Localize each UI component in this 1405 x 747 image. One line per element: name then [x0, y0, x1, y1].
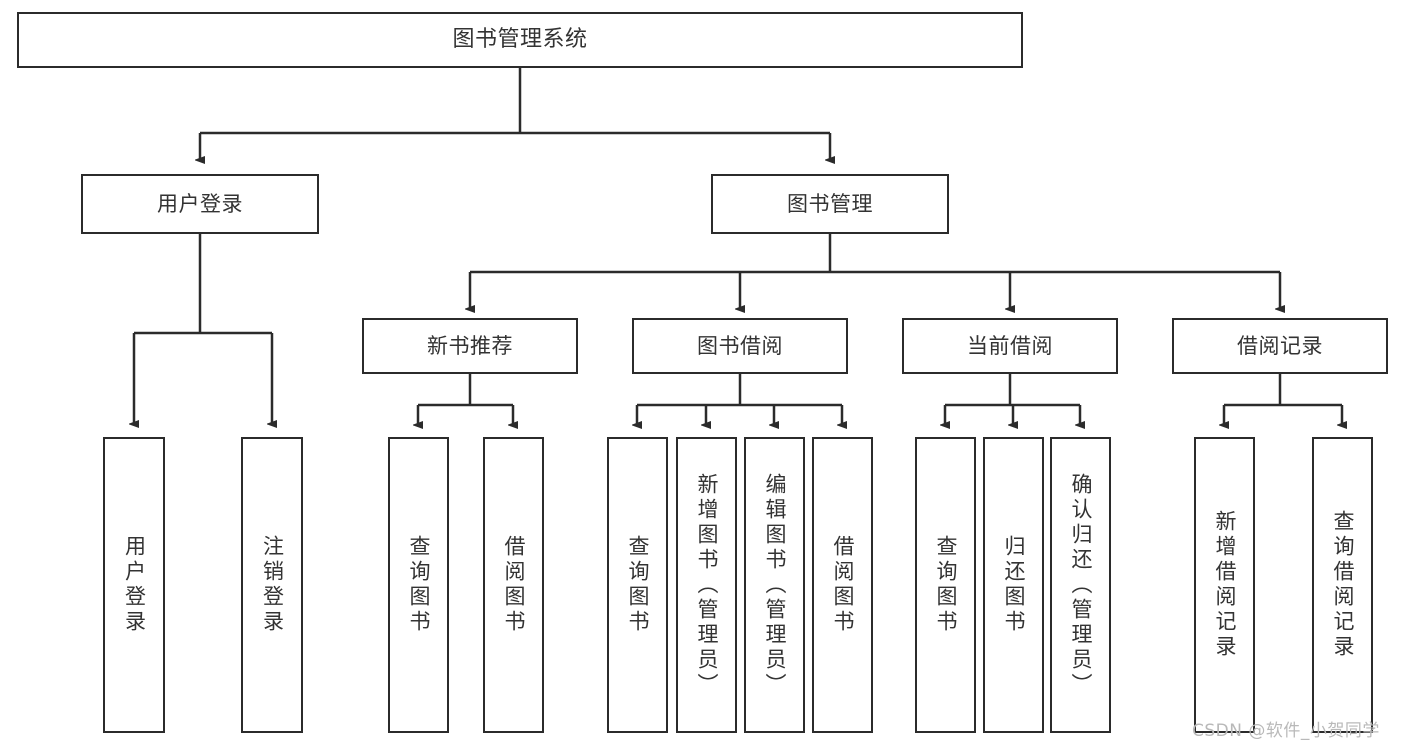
node-label: 图书管理系统	[452, 27, 588, 53]
leaf-recommend-borrow-book[interactable]: 借阅图书	[483, 437, 544, 733]
leaf-borrow-borrow-book[interactable]: 借阅图书	[812, 437, 873, 733]
node-label: 借阅图书	[502, 535, 526, 635]
node-root-system[interactable]: 图书管理系统	[17, 12, 1023, 68]
leaf-record-query-borrow-record[interactable]: 查询借阅记录	[1312, 437, 1373, 733]
leaf-user-login-signout[interactable]: 注销登录	[241, 437, 303, 733]
leaf-recommend-query-book[interactable]: 查询图书	[388, 437, 449, 733]
leaf-user-login-signin[interactable]: 用户登录	[103, 437, 165, 733]
node-label: 用户登录	[122, 535, 147, 635]
node-label: 编辑图书（管理员）	[763, 472, 787, 698]
node-current-borrow[interactable]: 当前借阅	[902, 318, 1118, 374]
leaf-borrow-add-book-admin[interactable]: 新增图书（管理员）	[676, 437, 737, 733]
node-label: 注销登录	[260, 535, 285, 635]
node-label: 新增借阅记录	[1213, 510, 1237, 660]
leaf-borrow-query-book[interactable]: 查询图书	[607, 437, 668, 733]
node-label: 图书借阅	[697, 333, 783, 358]
node-label: 当前借阅	[967, 333, 1053, 358]
node-label: 确认归还（管理员）	[1069, 472, 1093, 698]
node-book-borrow[interactable]: 图书借阅	[632, 318, 848, 374]
leaf-borrow-edit-book-admin[interactable]: 编辑图书（管理员）	[744, 437, 805, 733]
node-label: 查询图书	[934, 535, 958, 635]
node-label: 查询图书	[407, 535, 431, 635]
node-borrow-record[interactable]: 借阅记录	[1172, 318, 1388, 374]
node-label: 借阅图书	[831, 535, 855, 635]
node-label: 新增图书（管理员）	[695, 472, 719, 698]
node-label: 归还图书	[1002, 535, 1026, 635]
node-label: 借阅记录	[1237, 333, 1323, 358]
leaf-current-query-book[interactable]: 查询图书	[915, 437, 976, 733]
csdn-watermark: CSDN @软件_小贺同学	[1192, 721, 1380, 741]
node-label: 查询图书	[626, 535, 650, 635]
node-new-book-recommend[interactable]: 新书推荐	[362, 318, 578, 374]
node-user-login[interactable]: 用户登录	[81, 174, 319, 234]
leaf-record-add-borrow-record[interactable]: 新增借阅记录	[1194, 437, 1255, 733]
node-label: 查询借阅记录	[1331, 510, 1355, 660]
node-book-management[interactable]: 图书管理	[711, 174, 949, 234]
leaf-current-confirm-return-admin[interactable]: 确认归还（管理员）	[1050, 437, 1111, 733]
node-label: 新书推荐	[427, 333, 513, 358]
leaf-current-return-book[interactable]: 归还图书	[983, 437, 1044, 733]
node-label: 图书管理	[787, 191, 873, 216]
node-label: 用户登录	[157, 191, 243, 216]
